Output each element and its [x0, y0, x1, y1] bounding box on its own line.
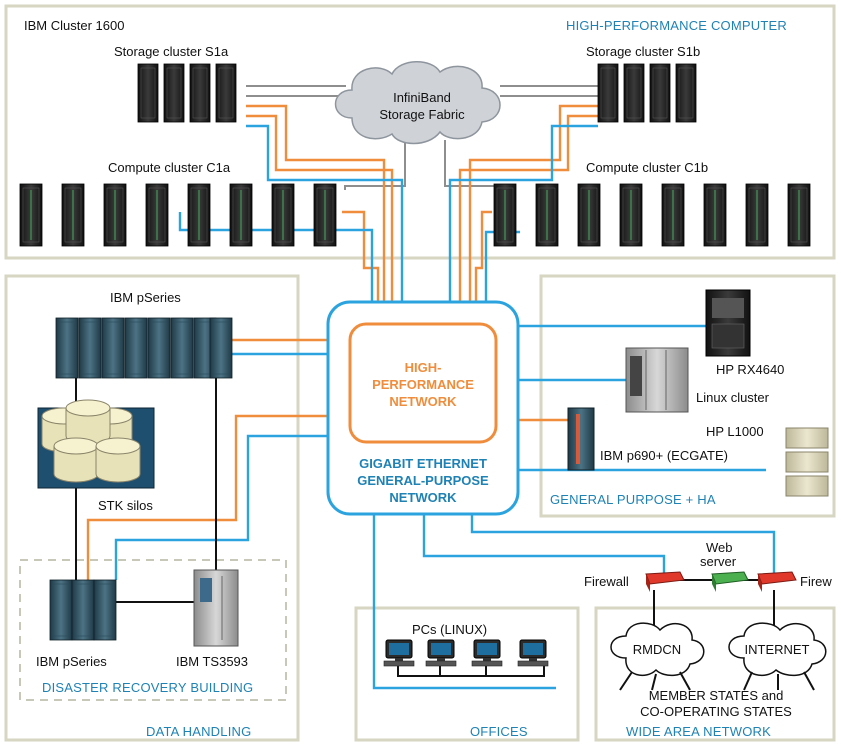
ibm-pseries-dr-label: IBM pSeries — [36, 654, 107, 669]
stk-silos — [37, 399, 155, 489]
hpn-label-1: HIGH- — [405, 360, 442, 375]
hp-rx4640-label: HP RX4640 — [716, 362, 784, 377]
fabric-c1a-link — [344, 140, 406, 190]
compute-cluster-c1a — [19, 183, 337, 247]
hpc-panel — [4, 4, 836, 260]
compute-cluster-c1b — [493, 183, 811, 247]
gbe-label-2: GENERAL-PURPOSE — [357, 473, 489, 488]
compute-c1b-label: Compute cluster C1b — [586, 160, 708, 175]
stk-silos-label: STK silos — [98, 498, 153, 513]
section-wan-label: WIDE AREA NETWORK — [626, 724, 771, 739]
pc-bus — [397, 666, 545, 677]
s1a-hpn-link-2 — [246, 114, 394, 324]
section-hpc-label: HIGH-PERFORMANCE COMPUTER — [566, 18, 787, 33]
offices-link — [372, 514, 556, 690]
section-data-handling-label: DATA HANDLING — [146, 724, 251, 739]
linux-cluster-label: Linux cluster — [696, 390, 770, 405]
member-states-links — [619, 671, 815, 691]
firewall-right-label: Firew — [800, 574, 832, 589]
member-states-label-2: CO-OPERATING STATES — [640, 704, 792, 719]
member-states-label-1: MEMBER STATES and — [649, 688, 784, 703]
internet-label: INTERNET — [745, 642, 810, 657]
web-server-label-1: Web — [706, 540, 733, 555]
storage-s1b-label: Storage cluster S1b — [586, 44, 700, 59]
section-general-purpose-label: GENERAL PURPOSE + HA — [550, 492, 716, 507]
web-server-label-2: server — [700, 554, 737, 569]
data-handling-panel — [4, 274, 300, 742]
storage-s1a-label: Storage cluster S1a — [114, 44, 229, 59]
s1a-gbe-link — [246, 124, 404, 302]
pcs-linux-label: PCs (LINUX) — [412, 622, 487, 637]
storage-cluster-s1a — [137, 63, 237, 123]
infiniband-cloud — [334, 61, 501, 145]
firewall-left-label: Firewall — [584, 574, 629, 589]
firewall-left-link — [422, 514, 666, 576]
rmdcn-label: RMDCN — [633, 642, 681, 657]
ibm-pseries-dr — [49, 579, 117, 641]
hpn-label-2: PERFORMANCE — [372, 377, 474, 392]
dr-hpn-link — [86, 414, 352, 580]
infiniband-label-2: Storage Fabric — [379, 107, 465, 122]
s1b-hpn-link — [468, 104, 598, 324]
wan-panel — [594, 606, 836, 742]
linux-cluster — [625, 347, 689, 413]
web-server-icon — [711, 571, 749, 592]
ibm-ts3593 — [193, 569, 239, 647]
firewall-left-icon — [645, 571, 685, 592]
c1a-hpn-link — [342, 210, 380, 324]
storage-cluster-s1b — [597, 63, 697, 123]
offices-panel — [354, 606, 580, 742]
disaster-recovery-panel — [19, 559, 287, 701]
firewall-right-link — [470, 514, 776, 574]
firewall-right-icon — [757, 571, 797, 592]
compute-c1a-label: Compute cluster C1a — [108, 160, 231, 175]
rmdcn-cloud — [610, 622, 705, 677]
c1b-hpn-link — [474, 210, 492, 324]
office-pcs — [383, 639, 549, 667]
s1a-hpn-link — [246, 104, 386, 324]
s1b-hpn-link-2 — [458, 114, 598, 324]
section-offices-label: OFFICES — [470, 724, 528, 739]
hpn-label-3: NETWORK — [389, 394, 457, 409]
ibm-cluster-label: IBM Cluster 1600 — [24, 18, 124, 33]
dr-gbe-link — [114, 434, 330, 580]
hp-l1000-label: HP L1000 — [706, 424, 764, 439]
gbe-label-3: NETWORK — [389, 490, 457, 505]
high-performance-network — [348, 322, 498, 444]
section-disaster-recovery-label: DISASTER RECOVERY BUILDING — [42, 680, 253, 695]
ibm-p690 — [567, 407, 595, 471]
ibm-pseries-top-label: IBM pSeries — [110, 290, 181, 305]
hp-rx4640 — [705, 289, 751, 357]
s1b-gbe-link — [448, 124, 598, 302]
ibm-ts3593-label: IBM TS3593 — [176, 654, 248, 669]
gbe-label-1: GIGABIT ETHERNET — [359, 456, 487, 471]
ibm-p690-label: IBM p690+ (ECGATE) — [600, 448, 728, 463]
ibm-pseries-top — [55, 317, 233, 379]
internet-cloud — [728, 622, 827, 677]
hp-l1000 — [785, 427, 829, 497]
infiniband-label-1: InfiniBand — [393, 90, 451, 105]
general-purpose-panel — [539, 274, 836, 518]
